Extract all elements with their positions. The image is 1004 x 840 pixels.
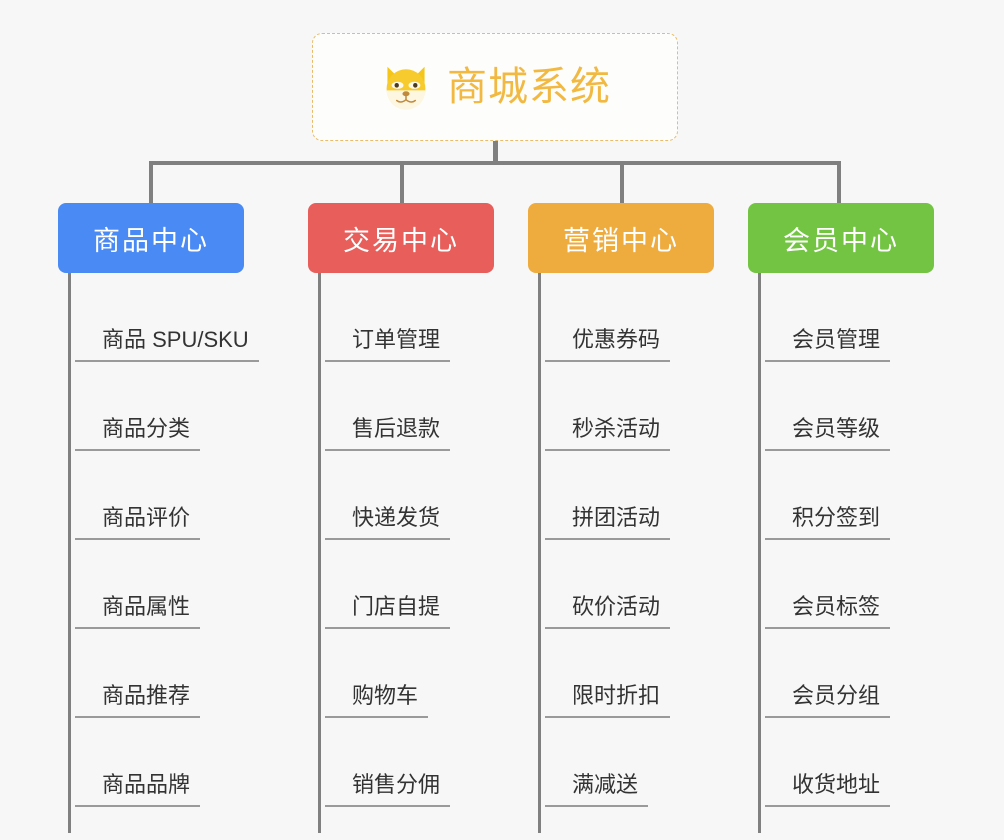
- leaf-label: 会员管理: [765, 329, 891, 362]
- leaf-label: 销售分佣: [325, 774, 451, 807]
- leaf-label: 秒杀活动: [545, 418, 671, 451]
- connector-drop-category-0: [149, 161, 153, 205]
- leaf-label: 会员等级: [765, 418, 891, 451]
- leaf-label: 限时折扣: [545, 685, 671, 718]
- leaf-label: 积分签到: [765, 507, 891, 540]
- list-item[interactable]: 门店自提: [312, 540, 530, 629]
- leaf-label: 收货地址: [765, 774, 891, 807]
- list-item[interactable]: 砍价活动: [532, 540, 750, 629]
- leaf-label: 满减送: [545, 774, 649, 807]
- list-item[interactable]: 购物车: [312, 629, 530, 718]
- list-item[interactable]: 商品推荐: [62, 629, 280, 718]
- list-item[interactable]: 商品评价: [62, 451, 280, 540]
- category-header-label: 营销中心: [563, 225, 679, 256]
- leaf-label: 商品评价: [75, 507, 201, 540]
- leaf-label: 商品 SPU/SKU: [75, 329, 259, 362]
- list-item[interactable]: 收货地址: [752, 718, 970, 807]
- root-node-mall-system[interactable]: 商城系统: [312, 33, 678, 141]
- list-item[interactable]: 快递发货: [312, 451, 530, 540]
- leaf-list-commodity: 商品 SPU/SKU 商品分类 商品评价 商品属性 商品推荐 商品品牌: [58, 273, 280, 833]
- connector-horizontal-bus: [149, 161, 841, 165]
- leaf-label: 订单管理: [325, 329, 451, 362]
- leaf-label: 商品推荐: [75, 685, 201, 718]
- leaf-label: 商品品牌: [75, 774, 201, 807]
- leaf-label: 砍价活动: [545, 596, 671, 629]
- list-item[interactable]: 会员管理: [752, 273, 970, 362]
- category-header-member[interactable]: 会员中心: [748, 203, 934, 273]
- category-column-marketing: 营销中心 优惠券码 秒杀活动 拼团活动 砍价活动 限时折扣 满减送: [528, 203, 750, 833]
- leaf-label: 商品属性: [75, 596, 201, 629]
- leaf-list-marketing: 优惠券码 秒杀活动 拼团活动 砍价活动 限时折扣 满减送: [528, 273, 750, 833]
- shiba-dog-face-icon: [379, 60, 433, 114]
- category-column-member: 会员中心 会员管理 会员等级 积分签到 会员标签 会员分组 收货地址: [748, 203, 970, 833]
- connector-spine-commodity: [68, 273, 71, 833]
- category-header-label: 商品中心: [93, 225, 209, 256]
- leaf-list-member: 会员管理 会员等级 积分签到 会员标签 会员分组 收货地址: [748, 273, 970, 833]
- leaf-label: 优惠券码: [545, 329, 671, 362]
- leaf-label: 会员分组: [765, 685, 891, 718]
- leaf-label: 售后退款: [325, 418, 451, 451]
- leaf-label: 快递发货: [325, 507, 451, 540]
- connector-drop-category-1: [400, 161, 404, 205]
- leaf-label: 购物车: [325, 685, 429, 718]
- category-header-marketing[interactable]: 营销中心: [528, 203, 714, 273]
- list-item[interactable]: 限时折扣: [532, 629, 750, 718]
- leaf-list-trade: 订单管理 售后退款 快递发货 门店自提 购物车 销售分佣: [308, 273, 530, 833]
- root-node-title: 商城系统: [447, 65, 611, 109]
- list-item[interactable]: 满减送: [532, 718, 750, 807]
- category-header-commodity[interactable]: 商品中心: [58, 203, 244, 273]
- list-item[interactable]: 拼团活动: [532, 451, 750, 540]
- category-header-trade[interactable]: 交易中心: [308, 203, 494, 273]
- connector-drop-category-2: [620, 161, 624, 205]
- category-column-trade: 交易中心 订单管理 售后退款 快递发货 门店自提 购物车 销售分佣: [308, 203, 530, 833]
- leaf-label: 会员标签: [765, 596, 891, 629]
- list-item[interactable]: 会员标签: [752, 540, 970, 629]
- list-item[interactable]: 售后退款: [312, 362, 530, 451]
- connector-drop-category-3: [837, 161, 841, 205]
- list-item[interactable]: 积分签到: [752, 451, 970, 540]
- list-item[interactable]: 订单管理: [312, 273, 530, 362]
- category-column-commodity: 商品中心 商品 SPU/SKU 商品分类 商品评价 商品属性 商品推荐 商品品牌: [58, 203, 280, 833]
- category-header-label: 会员中心: [783, 225, 899, 256]
- connector-root-stem: [493, 141, 498, 165]
- list-item[interactable]: 秒杀活动: [532, 362, 750, 451]
- leaf-label: 门店自提: [325, 596, 451, 629]
- category-header-label: 交易中心: [343, 225, 459, 256]
- connector-spine-member: [758, 273, 761, 833]
- list-item[interactable]: 商品分类: [62, 362, 280, 451]
- leaf-label: 拼团活动: [545, 507, 671, 540]
- list-item[interactable]: 商品 SPU/SKU: [62, 273, 280, 362]
- connector-spine-trade: [318, 273, 321, 833]
- list-item[interactable]: 会员分组: [752, 629, 970, 718]
- list-item[interactable]: 商品属性: [62, 540, 280, 629]
- leaf-label: 商品分类: [75, 418, 201, 451]
- list-item[interactable]: 优惠券码: [532, 273, 750, 362]
- list-item[interactable]: 销售分佣: [312, 718, 530, 807]
- list-item[interactable]: 商品品牌: [62, 718, 280, 807]
- list-item[interactable]: 会员等级: [752, 362, 970, 451]
- connector-spine-marketing: [538, 273, 541, 833]
